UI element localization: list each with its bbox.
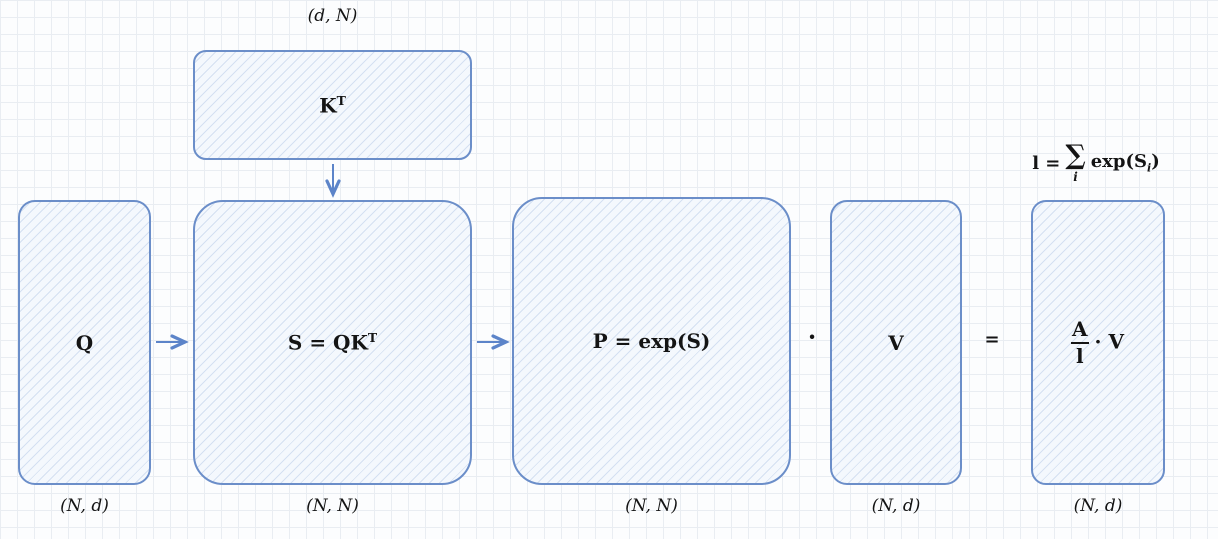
dim-label-p: (N, N) <box>625 496 678 516</box>
node-output-label: A l · V <box>1070 316 1124 368</box>
dim-label-kt: (d, N) <box>307 6 358 26</box>
dim-label-v: (N, d) <box>871 496 921 516</box>
l-sum-formula: l = ∑ i exp(Si) <box>990 140 1202 186</box>
l-formula-lhs: l = <box>1032 152 1061 174</box>
node-v-label: V <box>888 330 904 355</box>
node-output[interactable]: A l · V <box>1031 200 1165 485</box>
l-formula-rhs: exp(Si) <box>1090 151 1160 175</box>
fraction-bar <box>1070 341 1089 344</box>
node-s-qkt-label: S = QKT <box>287 330 378 355</box>
equals-operator: = <box>984 329 1000 350</box>
node-k-transpose-label: KT <box>319 92 346 118</box>
node-q[interactable]: Q <box>18 200 151 485</box>
node-q-label: Q <box>75 330 94 355</box>
node-k-transpose[interactable]: KT <box>193 50 472 160</box>
dim-label-q: (N, d) <box>60 496 109 516</box>
sigma-sum-symbol: ∑ i <box>1065 140 1086 184</box>
multiply-dot-operator: · <box>807 322 817 351</box>
dim-label-s: (N, N) <box>306 496 359 516</box>
fraction-a-over-l: A l <box>1070 316 1089 368</box>
node-s-qkt[interactable]: S = QKT <box>193 200 472 485</box>
dim-label-out: (N, d) <box>1073 496 1123 516</box>
node-p-exp-s[interactable]: P = exp(S) <box>512 197 791 485</box>
node-p-exp-s-label: P = exp(S) <box>592 329 711 353</box>
node-v[interactable]: V <box>830 200 962 485</box>
